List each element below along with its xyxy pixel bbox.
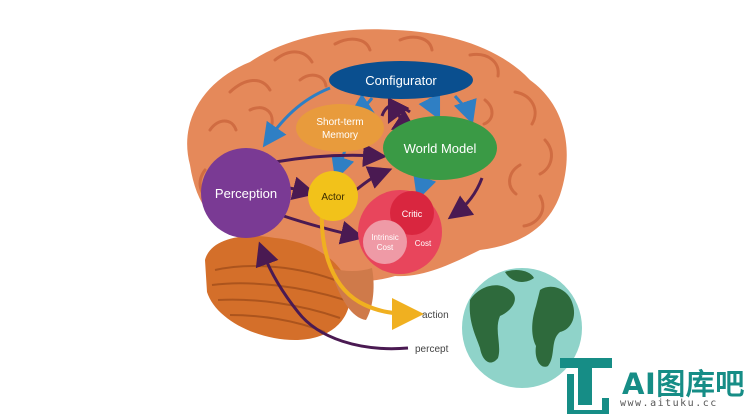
arrow-percept: [255, 241, 409, 351]
watermark-logo-icon: [560, 358, 612, 414]
cost-cluster[interactable]: Critic Intrinsic Cost Cost: [358, 190, 442, 274]
arrow-configurator-to-world-model-2: [453, 95, 477, 125]
arrow-actor-to-world-model: [355, 166, 393, 192]
critic-label: Critic: [402, 209, 423, 219]
perception-node[interactable]: Perception: [201, 148, 291, 238]
configurator-label: Configurator: [365, 73, 437, 88]
perception-label: Perception: [215, 186, 277, 201]
arrow-configurator-to-perception: [262, 86, 331, 148]
memory-label-line1: Short-term: [316, 117, 363, 128]
arrow-action: [319, 207, 424, 330]
arrow-memory-to-actor: [331, 149, 355, 181]
short-term-memory-node[interactable]: Short-term Memory: [296, 104, 384, 152]
action-label: action: [422, 310, 449, 321]
configurator-node[interactable]: Configurator: [329, 61, 473, 99]
percept-label: percept: [415, 344, 449, 355]
critic-circle: [390, 191, 434, 235]
actor-label: Actor: [321, 192, 345, 203]
intrinsic-cost-circle: [363, 220, 407, 264]
intrinsic-cost-label-line1: Intrinsic: [371, 233, 399, 242]
globe-land-west: [469, 285, 515, 363]
arrow-configurator-to-world-model: [418, 93, 441, 121]
brain-stem: [330, 268, 374, 320]
globe-land-east: [532, 286, 575, 367]
globe: [462, 268, 582, 388]
arrow-world-model-to-cost: [447, 177, 484, 220]
memory-label-line2: Memory: [322, 130, 358, 141]
cerebellum: [205, 236, 351, 340]
world-model-node[interactable]: World Model: [383, 116, 497, 180]
cost-label: Cost: [415, 239, 432, 248]
globe-land-north: [505, 270, 534, 282]
world-model-label: World Model: [404, 141, 477, 156]
actor-node[interactable]: Actor: [308, 171, 358, 221]
brain-folds: [198, 35, 553, 228]
intrinsic-cost-label-line2: Cost: [377, 243, 394, 252]
arrow-world-model-to-memory: [387, 97, 411, 125]
arrow-perception-to-world-model: [274, 143, 387, 168]
watermark-brand: AI图库吧: [622, 367, 745, 401]
watermark-url: www.aituku.cc: [620, 398, 718, 409]
